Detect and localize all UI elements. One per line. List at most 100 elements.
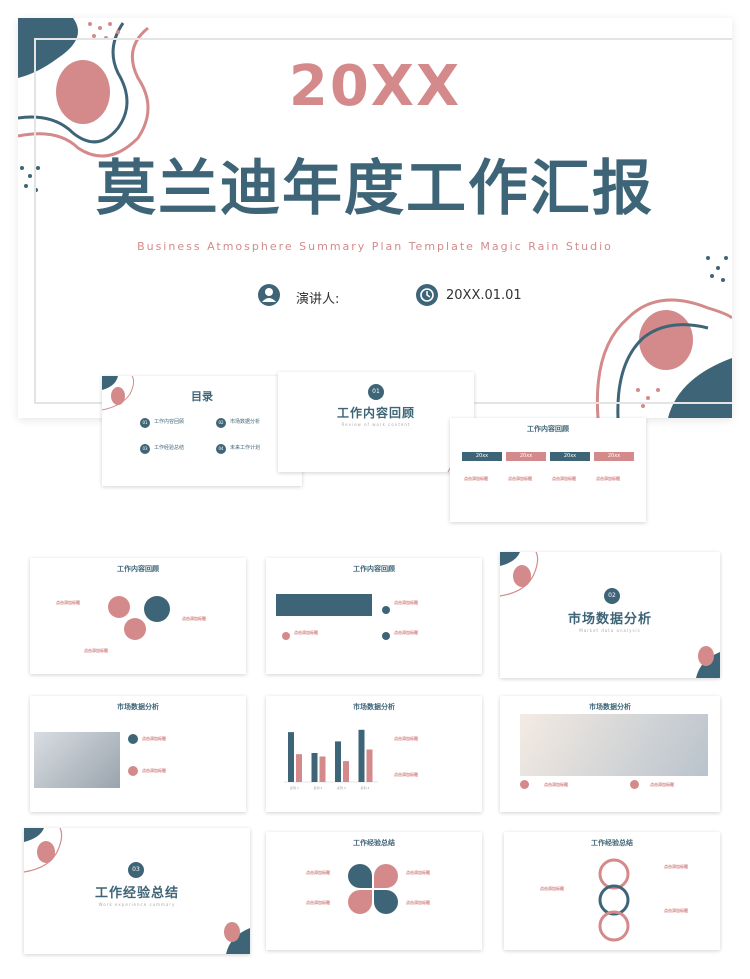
flow-circles <box>598 858 630 942</box>
highlight-box <box>276 594 372 616</box>
bar <box>288 732 294 782</box>
idea-icon <box>374 864 398 888</box>
item-label: 点击添加标题 <box>544 782 568 787</box>
bar <box>358 729 365 782</box>
bar <box>343 761 349 782</box>
users-icon <box>348 864 372 888</box>
link-icon <box>374 890 398 914</box>
section2-title: 市场数据分析 <box>567 612 652 627</box>
search-icon <box>348 890 372 914</box>
table-header: 20xx <box>462 452 502 461</box>
bullet-icon <box>282 632 290 640</box>
review-table-title: 工作内容回顾 <box>527 425 569 433</box>
item-label: 点击添加标题 <box>394 772 418 777</box>
toc-num-1: 01 <box>140 418 150 428</box>
item-label: 点击添加标题 <box>394 630 418 635</box>
toc-num-2: 02 <box>216 418 226 428</box>
toc-item-1[interactable]: 工作内容回顾 <box>154 419 185 425</box>
table-cell-label: 点击添加标题 <box>552 476 576 481</box>
item-label: 点击添加标题 <box>394 600 418 605</box>
item-label: 点击添加标题 <box>406 900 430 905</box>
toc-num-4: 04 <box>216 444 226 454</box>
section1-num: 01 <box>368 384 384 400</box>
pink-circle-icon <box>108 596 130 618</box>
tick-label: 系列 4 <box>361 785 370 790</box>
decorative-waves <box>18 18 732 418</box>
clock-icon <box>416 284 438 306</box>
section1-slide[interactable]: 01 工作内容回顾 Review of work content <box>278 372 474 472</box>
experience-clover-slide[interactable]: 工作经验总结 点击添加标题 点击添加标题 点击添加标题 点击添加标题 <box>266 832 482 950</box>
review-circles-slide[interactable]: 工作内容回顾 点击添加标题 点击添加标题 点击添加标题 <box>30 558 246 674</box>
bullet-icon <box>520 780 529 789</box>
toc-slide[interactable]: 目录 01 工作内容回顾 02 市场数据分析 03 工作经验总结 04 未来工作… <box>102 376 302 486</box>
section3-sub: Work experience summary <box>98 902 176 907</box>
item-label: 点击添加标题 <box>306 900 330 905</box>
tick-label: 系列 2 <box>314 785 323 790</box>
toc-item-3[interactable]: 工作经验总结 <box>154 445 185 451</box>
item-label: 点击添加标题 <box>650 782 674 787</box>
table-header: 20xx <box>550 452 590 461</box>
bar <box>311 753 318 782</box>
section3-num: 03 <box>128 862 144 878</box>
table-cell-label: 点击添加标题 <box>596 476 620 481</box>
section2-decor <box>500 552 720 678</box>
bullet-icon <box>382 606 390 614</box>
item-label: 点击添加标题 <box>306 870 330 875</box>
item-label: 点击添加标题 <box>294 630 318 635</box>
slide-title: 市场数据分析 <box>353 703 395 711</box>
item-label: 点击添加标题 <box>406 870 430 875</box>
bar <box>366 749 373 782</box>
toc-decor <box>102 376 135 411</box>
section2-num: 02 <box>604 588 620 604</box>
slide-title: 工作内容回顾 <box>353 565 395 573</box>
item-label: 点击添加标题 <box>394 736 418 741</box>
section1-sub: Review of work content <box>341 422 411 427</box>
tick-label: 系列 3 <box>337 785 346 790</box>
item-label: 点击添加标题 <box>142 736 166 741</box>
table-cell-label: 点击添加标题 <box>508 476 532 481</box>
calculator-photo <box>34 732 120 788</box>
presenter-label: 演讲人: <box>296 292 340 307</box>
toc-item-4[interactable]: 未来工作计划 <box>230 445 261 451</box>
table-header: 20xx <box>506 452 546 461</box>
section3-decor <box>24 828 250 954</box>
pink-circle-icon <box>124 618 146 640</box>
tick-label: 系列 1 <box>290 785 299 790</box>
toc-item-2[interactable]: 市场数据分析 <box>230 419 261 425</box>
toc-title: 目录 <box>191 390 213 403</box>
review-list-slide[interactable]: 工作内容回顾 点击添加标题 点击添加标题 点击添加标题 <box>266 558 482 674</box>
section3-slide[interactable]: 03 工作经验总结 Work experience summary <box>24 828 250 954</box>
item-label: 点击添加标题 <box>540 886 564 891</box>
slide-title: 工作经验总结 <box>591 839 633 847</box>
tablet-photo <box>520 714 708 776</box>
experience-flow-slide[interactable]: 工作经验总结 点击添加标题 点击添加标题 点击添加标题 <box>504 832 720 950</box>
section3-title: 工作经验总结 <box>94 886 179 901</box>
section2-slide[interactable]: 02 市场数据分析 Market data analysis <box>500 552 720 678</box>
bar <box>296 754 302 782</box>
item-label: 点击添加标题 <box>142 768 166 773</box>
section2-sub: Market data analysis <box>579 628 641 633</box>
date-text: 20XX.01.01 <box>446 288 522 303</box>
item-label: 点击添加标题 <box>664 908 688 913</box>
item-label: 点击添加标题 <box>84 648 108 653</box>
section1-title: 工作内容回顾 <box>336 406 415 420</box>
teal-circle-icon <box>144 596 170 622</box>
title-subtitle: Business Atmosphere Summary Plan Templat… <box>137 240 613 253</box>
presenter-icon <box>258 284 280 306</box>
item-label: 点击添加标题 <box>56 600 80 605</box>
bullet-icon <box>128 734 138 744</box>
bullet-icon <box>382 632 390 640</box>
review-table-slide[interactable]: 工作内容回顾 20xx 20xx 20xx 20xx 点击添加标题 点击添加标题… <box>450 418 646 522</box>
bullet-icon <box>630 780 639 789</box>
slide-title: 市场数据分析 <box>589 703 631 711</box>
bullet-icon <box>128 766 138 776</box>
title-main: 莫兰迪年度工作汇报 <box>96 154 654 224</box>
title-year: 20XX <box>288 54 462 119</box>
bar <box>335 741 341 782</box>
slide-title: 市场数据分析 <box>117 703 159 711</box>
table-cell-label: 点击添加标题 <box>464 476 488 481</box>
market-chart-slide[interactable]: 市场数据分析 系列 1 系列 2 系列 3 系列 4 点击添加标题 点击添加标题 <box>266 696 482 812</box>
market-photo-slide[interactable]: 市场数据分析 点击添加标题 点击添加标题 <box>30 696 246 812</box>
slide-title: 工作内容回顾 <box>117 565 159 573</box>
market-tablet-slide[interactable]: 市场数据分析 点击添加标题 点击添加标题 <box>500 696 720 812</box>
